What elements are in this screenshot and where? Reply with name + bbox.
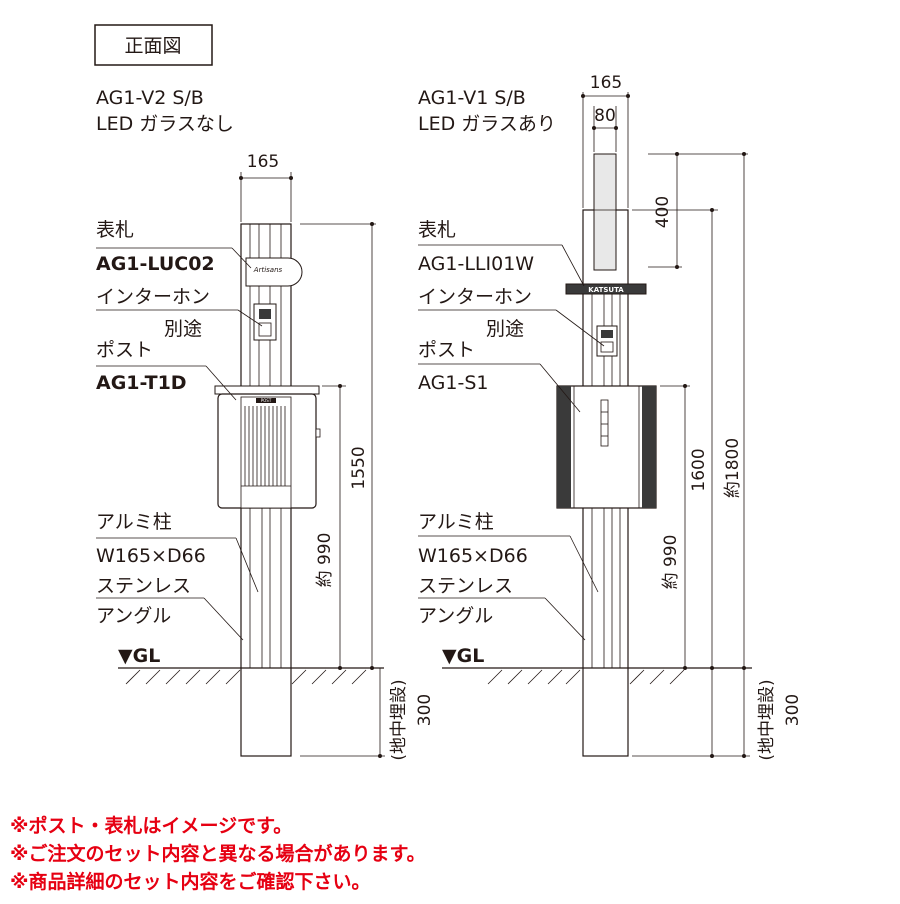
right-nameplate-text: KATSUTA [588, 286, 624, 294]
right-nameplate: KATSUTA [565, 283, 647, 295]
left-interphone-label: インターホン [96, 286, 210, 308]
left-width-dot-l [239, 176, 243, 180]
left-pillar-label: アルミ柱 [96, 511, 172, 533]
left-990-label: 約 990 [315, 533, 335, 588]
right-buried-label: (地中埋設) [757, 679, 777, 760]
right-angle-leader [544, 597, 586, 641]
left-gl-label: ▼GL [118, 645, 160, 667]
right-400-dot-bottom [675, 265, 679, 269]
right-990-dot-top [683, 384, 687, 388]
right-interphone [596, 325, 618, 357]
right-1800-dot-top [742, 152, 746, 156]
right-interphone-leader [555, 309, 605, 347]
right-400-label: 400 [653, 196, 673, 228]
right-1600-dot-end [710, 754, 714, 758]
right-post-label: ポスト [418, 339, 475, 361]
right-gl-label: ▼GL [442, 645, 484, 667]
left-model: AG1-V2 S/B [96, 87, 204, 109]
right-angle-label1: ステンレス [418, 575, 513, 597]
right-angle-label2: アングル [418, 605, 493, 627]
left-pillar-leader [235, 537, 259, 593]
left-990-dot-top [338, 384, 342, 388]
right-nameplate-model: AG1-LLI01W [418, 253, 534, 275]
right-nameplate-leader [561, 244, 585, 287]
right-glass-panel [593, 153, 617, 271]
right-pillar-leader [569, 535, 599, 593]
left-pillar-size: W165×D66 [96, 545, 206, 567]
left-variant: LED ガラスなし [96, 113, 234, 135]
right-variant: LED ガラスあり [418, 113, 556, 135]
right-400-dot-top [675, 152, 679, 156]
right-nameplate-label: 表札 [418, 219, 456, 241]
right-buried-depth: 300 [783, 694, 803, 726]
left-angle-label1: ステンレス [96, 575, 191, 597]
right-pillar-size: W165×D66 [418, 545, 528, 567]
left-interphone-note: 別途 [164, 318, 202, 340]
left-post-label: ポスト [96, 339, 153, 361]
left-post-leader [205, 365, 237, 401]
right-1800-label: 約1800 [723, 438, 743, 498]
left-ground-hatch [125, 669, 367, 685]
left-angle-label2: アングル [96, 605, 171, 627]
right-interphone-label: インターホン [418, 286, 532, 308]
title-box [94, 24, 213, 66]
left-nameplate-text: Artisans [253, 266, 283, 274]
right-width-inner-label: 80 [594, 106, 616, 126]
left-buried-label: (地中埋設) [389, 679, 409, 760]
left-nameplate-model: AG1-LUC02 [96, 253, 215, 275]
right-post-leader [539, 363, 581, 413]
left-nameplate: Artisans [245, 257, 303, 287]
left-width-dot-r [289, 176, 293, 180]
left-nameplate-label: 表札 [96, 219, 134, 241]
left-300-dot [378, 754, 382, 758]
left-1550-label: 1550 [349, 446, 369, 489]
right-post-model: AG1-S1 [418, 372, 488, 394]
note-1: ※ポスト・表札はイメージです。 [10, 814, 292, 837]
left-interphone-leader [237, 309, 263, 327]
right-990-label: 約 990 [661, 535, 681, 590]
left-angle-leader [203, 597, 244, 641]
note-2: ※ご注文のセット内容と異なる場合があります。 [10, 842, 426, 865]
right-interphone-note: 別途 [486, 318, 524, 340]
left-interphone [253, 303, 277, 341]
right-width-outer-label: 165 [590, 73, 622, 93]
left-width-label: 165 [247, 152, 279, 172]
right-ground-hatch [487, 669, 685, 685]
right-1600-label: 1600 [689, 448, 709, 491]
note-3: ※商品詳細のセット内容をご確認下さい。 [10, 870, 370, 893]
right-pillar-label: アルミ柱 [418, 511, 494, 533]
left-post-box: POST [214, 385, 321, 509]
left-nameplate-leader [231, 247, 252, 269]
right-1800-dot-end [742, 754, 746, 758]
view-title: 正面図 [124, 35, 181, 57]
right-post-box [556, 385, 657, 509]
left-1550-dot-top [370, 222, 374, 226]
right-model: AG1-V1 S/B [418, 87, 526, 109]
left-post-model: AG1-T1D [96, 372, 187, 394]
left-post-plate-text: POST [261, 398, 272, 403]
left-buried-depth: 300 [415, 694, 435, 726]
right-1600-dot-top [710, 208, 714, 212]
